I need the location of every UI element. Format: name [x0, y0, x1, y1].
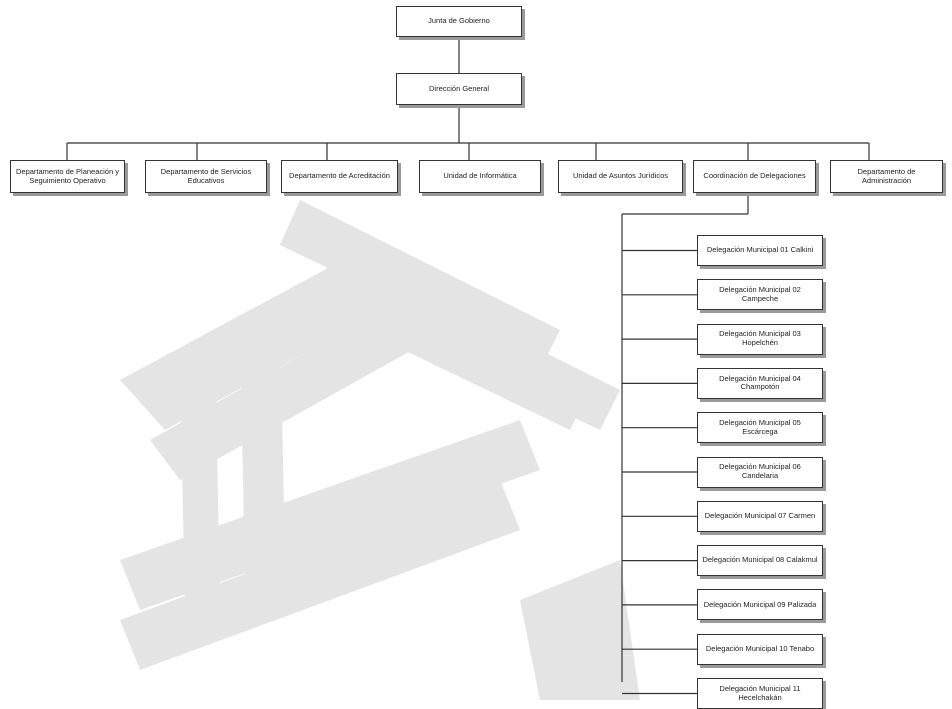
department-box-administracion: Departamento de Administración	[830, 160, 943, 193]
delegation-box: Delegación Municipal 10 Tenabo	[697, 633, 823, 665]
department-label: Departamento de Acreditación	[289, 171, 390, 181]
delegation-box: Delegación Municipal 09 Palizada	[697, 589, 823, 621]
direccion-general-box: Dirección General	[396, 73, 522, 105]
department-label: Departamento de Administración	[857, 166, 916, 185]
delegation-box: Delegación Municipal 06 Candelaria	[697, 456, 823, 488]
delegation-box: Delegación Municipal 03 Hopelchén	[697, 323, 823, 355]
junta-de-gobierno-label: Junta de Gobierno	[428, 16, 490, 26]
department-label: Unidad de Asuntos Jurídicos	[572, 171, 669, 181]
department-label: Departamento de Planeación y Seguimiento…	[16, 166, 119, 185]
junta-de-gobierno-box: Junta de Gobierno	[396, 6, 522, 37]
delegation-label: Delegación Municipal 10 Tenabo	[705, 643, 815, 653]
delegation-label: Delegación Municipal 03 Hopelchén	[719, 329, 801, 348]
delegation-box: Delegación Municipal 01 Calkini	[697, 235, 823, 266]
department-box-asuntos-juridicos: Unidad de Asuntos Jurídicos	[558, 160, 683, 193]
department-box-coordinacion-delegaciones: Coordinación de Delegaciones	[693, 160, 816, 193]
delegation-label: Delegación Municipal 04 Champotón	[719, 373, 801, 392]
department-box-planeacion: Departamento de Planeación y Seguimiento…	[10, 160, 125, 193]
delegation-label: Delegación Municipal 07 Carmen	[704, 510, 816, 520]
delegation-label: Delegación Municipal 06 Candelaria	[719, 462, 801, 480]
department-box-servicios-educativos: Departamento de Servicios Educativos	[145, 160, 267, 193]
delegation-label: Delegación Municipal 11 Hecelchakán	[719, 683, 801, 702]
department-label: Coordinación de Delegaciones	[703, 171, 806, 181]
delegation-box: Delegación Municipal 05 Escárcega	[697, 412, 823, 444]
delegation-label: Delegación Municipal 02 Campeche	[719, 285, 801, 303]
delegation-box: Delegación Municipal 02 Campeche	[697, 279, 823, 311]
department-label: Departamento de Servicios Educativos	[160, 166, 252, 185]
department-box-informatica: Unidad de Informática	[419, 160, 541, 193]
direccion-general-label: Dirección General	[428, 83, 490, 93]
department-box-acreditacion: Departamento de Acreditación	[281, 160, 398, 193]
delegation-box: Delegación Municipal 04 Champotón	[697, 367, 823, 399]
delegation-label: Delegación Municipal 01 Calkini	[706, 245, 814, 255]
delegation-label: Delegación Municipal 09 Palizada	[703, 599, 817, 609]
delegation-box: Delegación Municipal 07 Carmen	[697, 500, 823, 532]
department-label: Unidad de Informática	[443, 171, 517, 181]
delegation-box: Delegación Municipal 08 Calakmul	[697, 545, 823, 577]
delegation-label: Delegación Municipal 08 Calakmul	[702, 555, 818, 565]
delegation-box: Delegación Municipal 11 Hecelchakán	[697, 678, 823, 709]
delegation-label: Delegación Municipal 05 Escárcega	[719, 418, 801, 436]
